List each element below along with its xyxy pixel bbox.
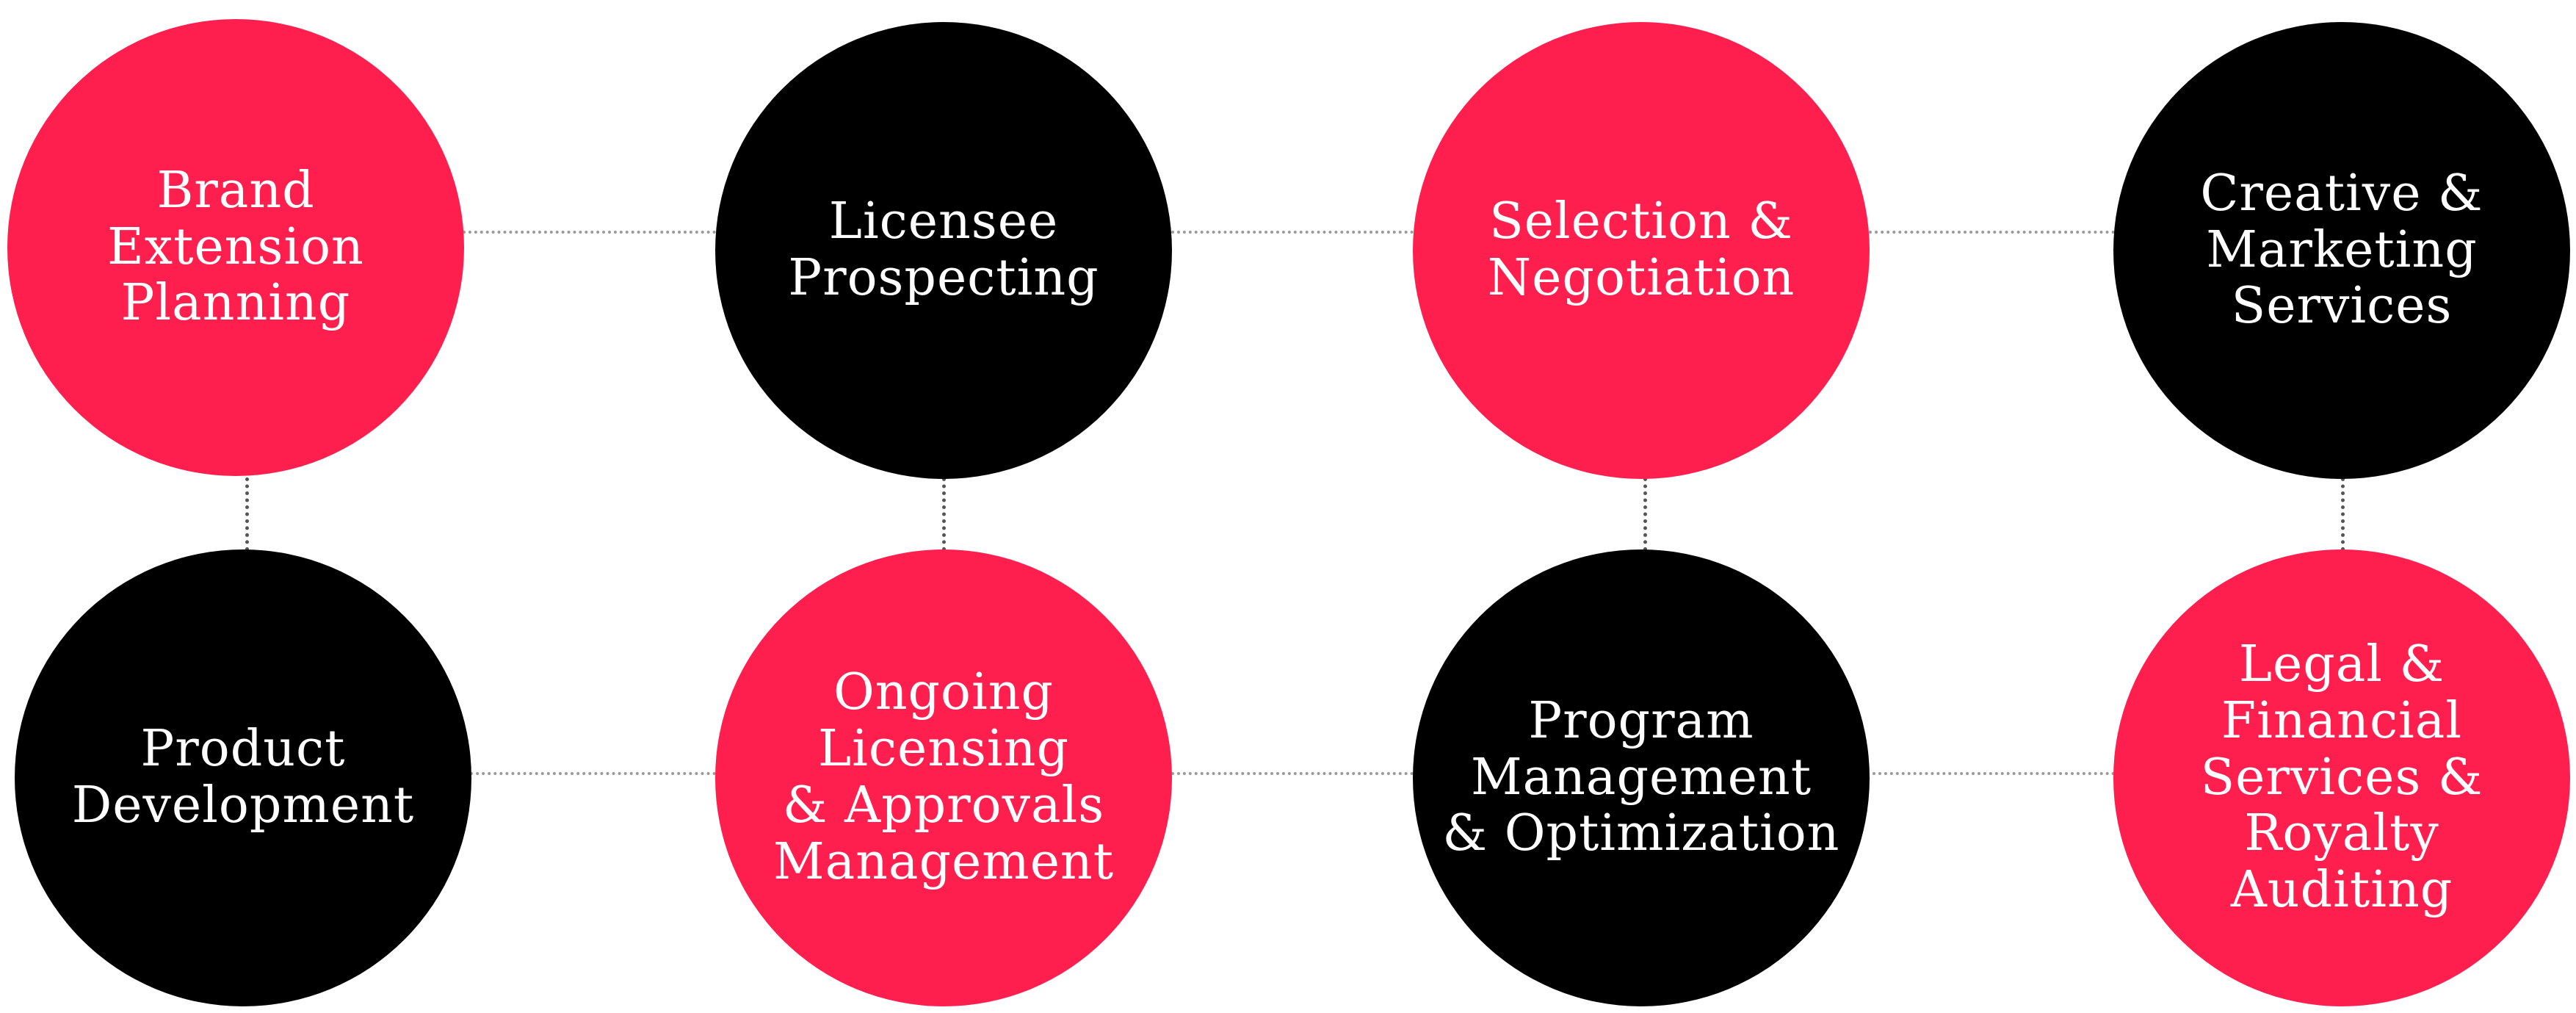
row-2-connector-1-2 [470,772,716,775]
node-label: Selection & Negotiation [1487,192,1795,307]
node-program-management: Program Management & Optimization [1413,549,1870,1006]
row-1-connector-1-2 [463,231,716,234]
node-selection-negotiation: Selection & Negotiation [1413,22,1870,479]
row-2-connector-2-3 [1171,772,1414,775]
node-licensee-prospecting: Licensee Prospecting [715,22,1172,479]
column-1-connector [245,477,249,551]
row-1-connector-3-4 [1869,231,2115,234]
node-label: Legal & Financial Services & Royalty Aud… [2200,635,2483,920]
node-label: Program Management & Optimization [1442,691,1840,863]
node-creative-marketing-services: Creative & Marketing Services [2113,22,2570,479]
node-label: Creative & Marketing Services [2200,164,2483,336]
column-3-connector [1643,477,1647,551]
column-2-connector [942,477,946,551]
node-label: Ongoing Licensing & Approvals Management [773,663,1115,891]
node-legal-financial-services: Legal & Financial Services & Royalty Aud… [2113,549,2570,1006]
node-label: Product Development [71,720,415,834]
node-label: Brand Extension Planning [107,161,364,333]
column-4-connector [2341,477,2345,551]
node-product-development: Product Development [15,549,471,1006]
node-brand-extension-planning: Brand Extension Planning [7,19,464,476]
node-ongoing-licensing-approvals: Ongoing Licensing & Approvals Management [715,549,1172,1006]
row-2-connector-3-4 [1873,772,2115,775]
row-1-connector-2-3 [1171,231,1414,234]
node-label: Licensee Prospecting [788,192,1099,307]
